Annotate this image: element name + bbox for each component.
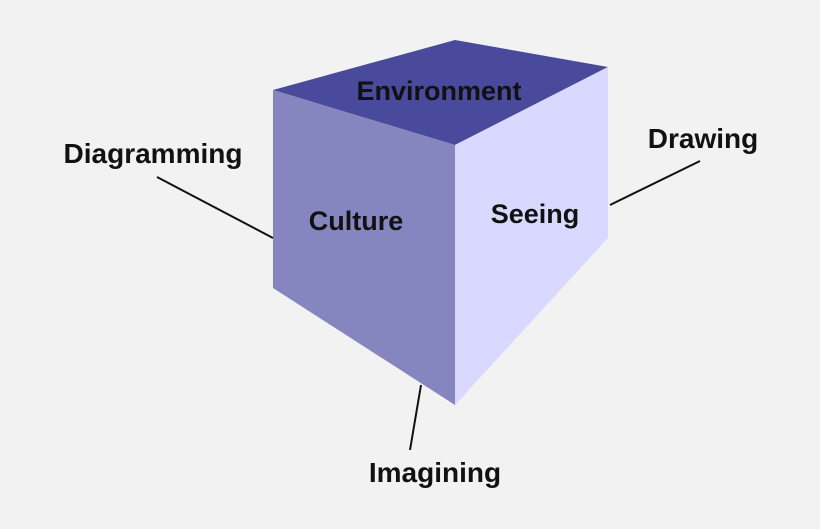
face-label-seeing: Seeing [491, 199, 580, 229]
cube-top-face [273, 40, 608, 145]
face-label-environment: Environment [356, 76, 521, 106]
label-diagramming: Diagramming [64, 138, 243, 169]
label-drawing: Drawing [648, 123, 758, 154]
connector-diagramming [156, 176, 274, 239]
label-imagining: Imagining [369, 457, 501, 488]
cube-left-face [273, 90, 455, 405]
connector-imagining [409, 384, 422, 451]
cube-right-face [455, 67, 608, 405]
face-label-culture: Culture [309, 206, 404, 236]
connector-drawing [609, 160, 701, 206]
